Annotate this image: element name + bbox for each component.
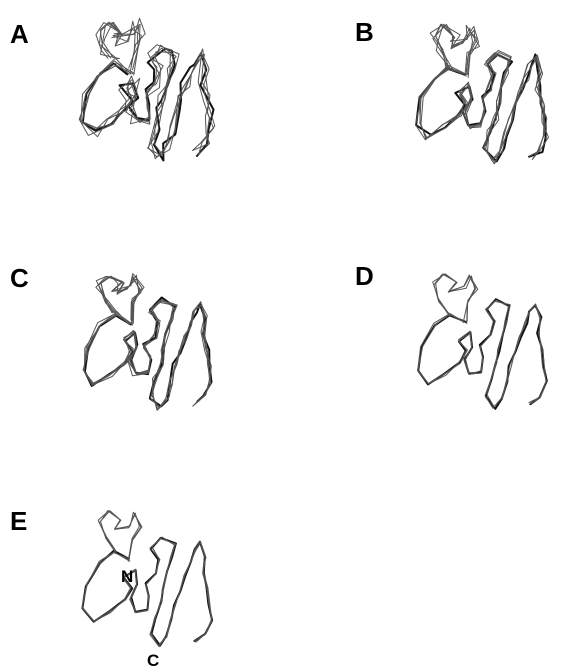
panel-label-e: E — [10, 506, 27, 536]
panel-label-a: A — [10, 19, 29, 49]
backbone-trace — [82, 45, 209, 155]
panel-b: B — [355, 17, 549, 164]
panel-label-b: B — [355, 17, 374, 47]
panel-label-c: C — [10, 263, 29, 293]
backbone-overlay-e — [82, 511, 212, 647]
backbone-trace — [84, 299, 210, 410]
n-terminus-label: N — [121, 567, 133, 586]
backbone-overlay-b — [416, 24, 549, 164]
loop-trace — [101, 511, 141, 561]
panel-label-d: D — [355, 261, 374, 291]
backbone-overlay-d — [418, 274, 547, 409]
backbone-trace — [420, 52, 549, 159]
backbone-overlay-c — [83, 274, 211, 411]
backbone-trace — [84, 302, 210, 407]
panel-d: D — [355, 261, 547, 409]
c-terminus-label: C — [147, 651, 159, 670]
panel-a: A — [10, 18, 215, 160]
backbone-overlay-a — [79, 18, 215, 160]
backbone-trace — [81, 49, 210, 159]
panel-c: C — [10, 263, 212, 410]
panel-e: E N C — [10, 506, 212, 670]
